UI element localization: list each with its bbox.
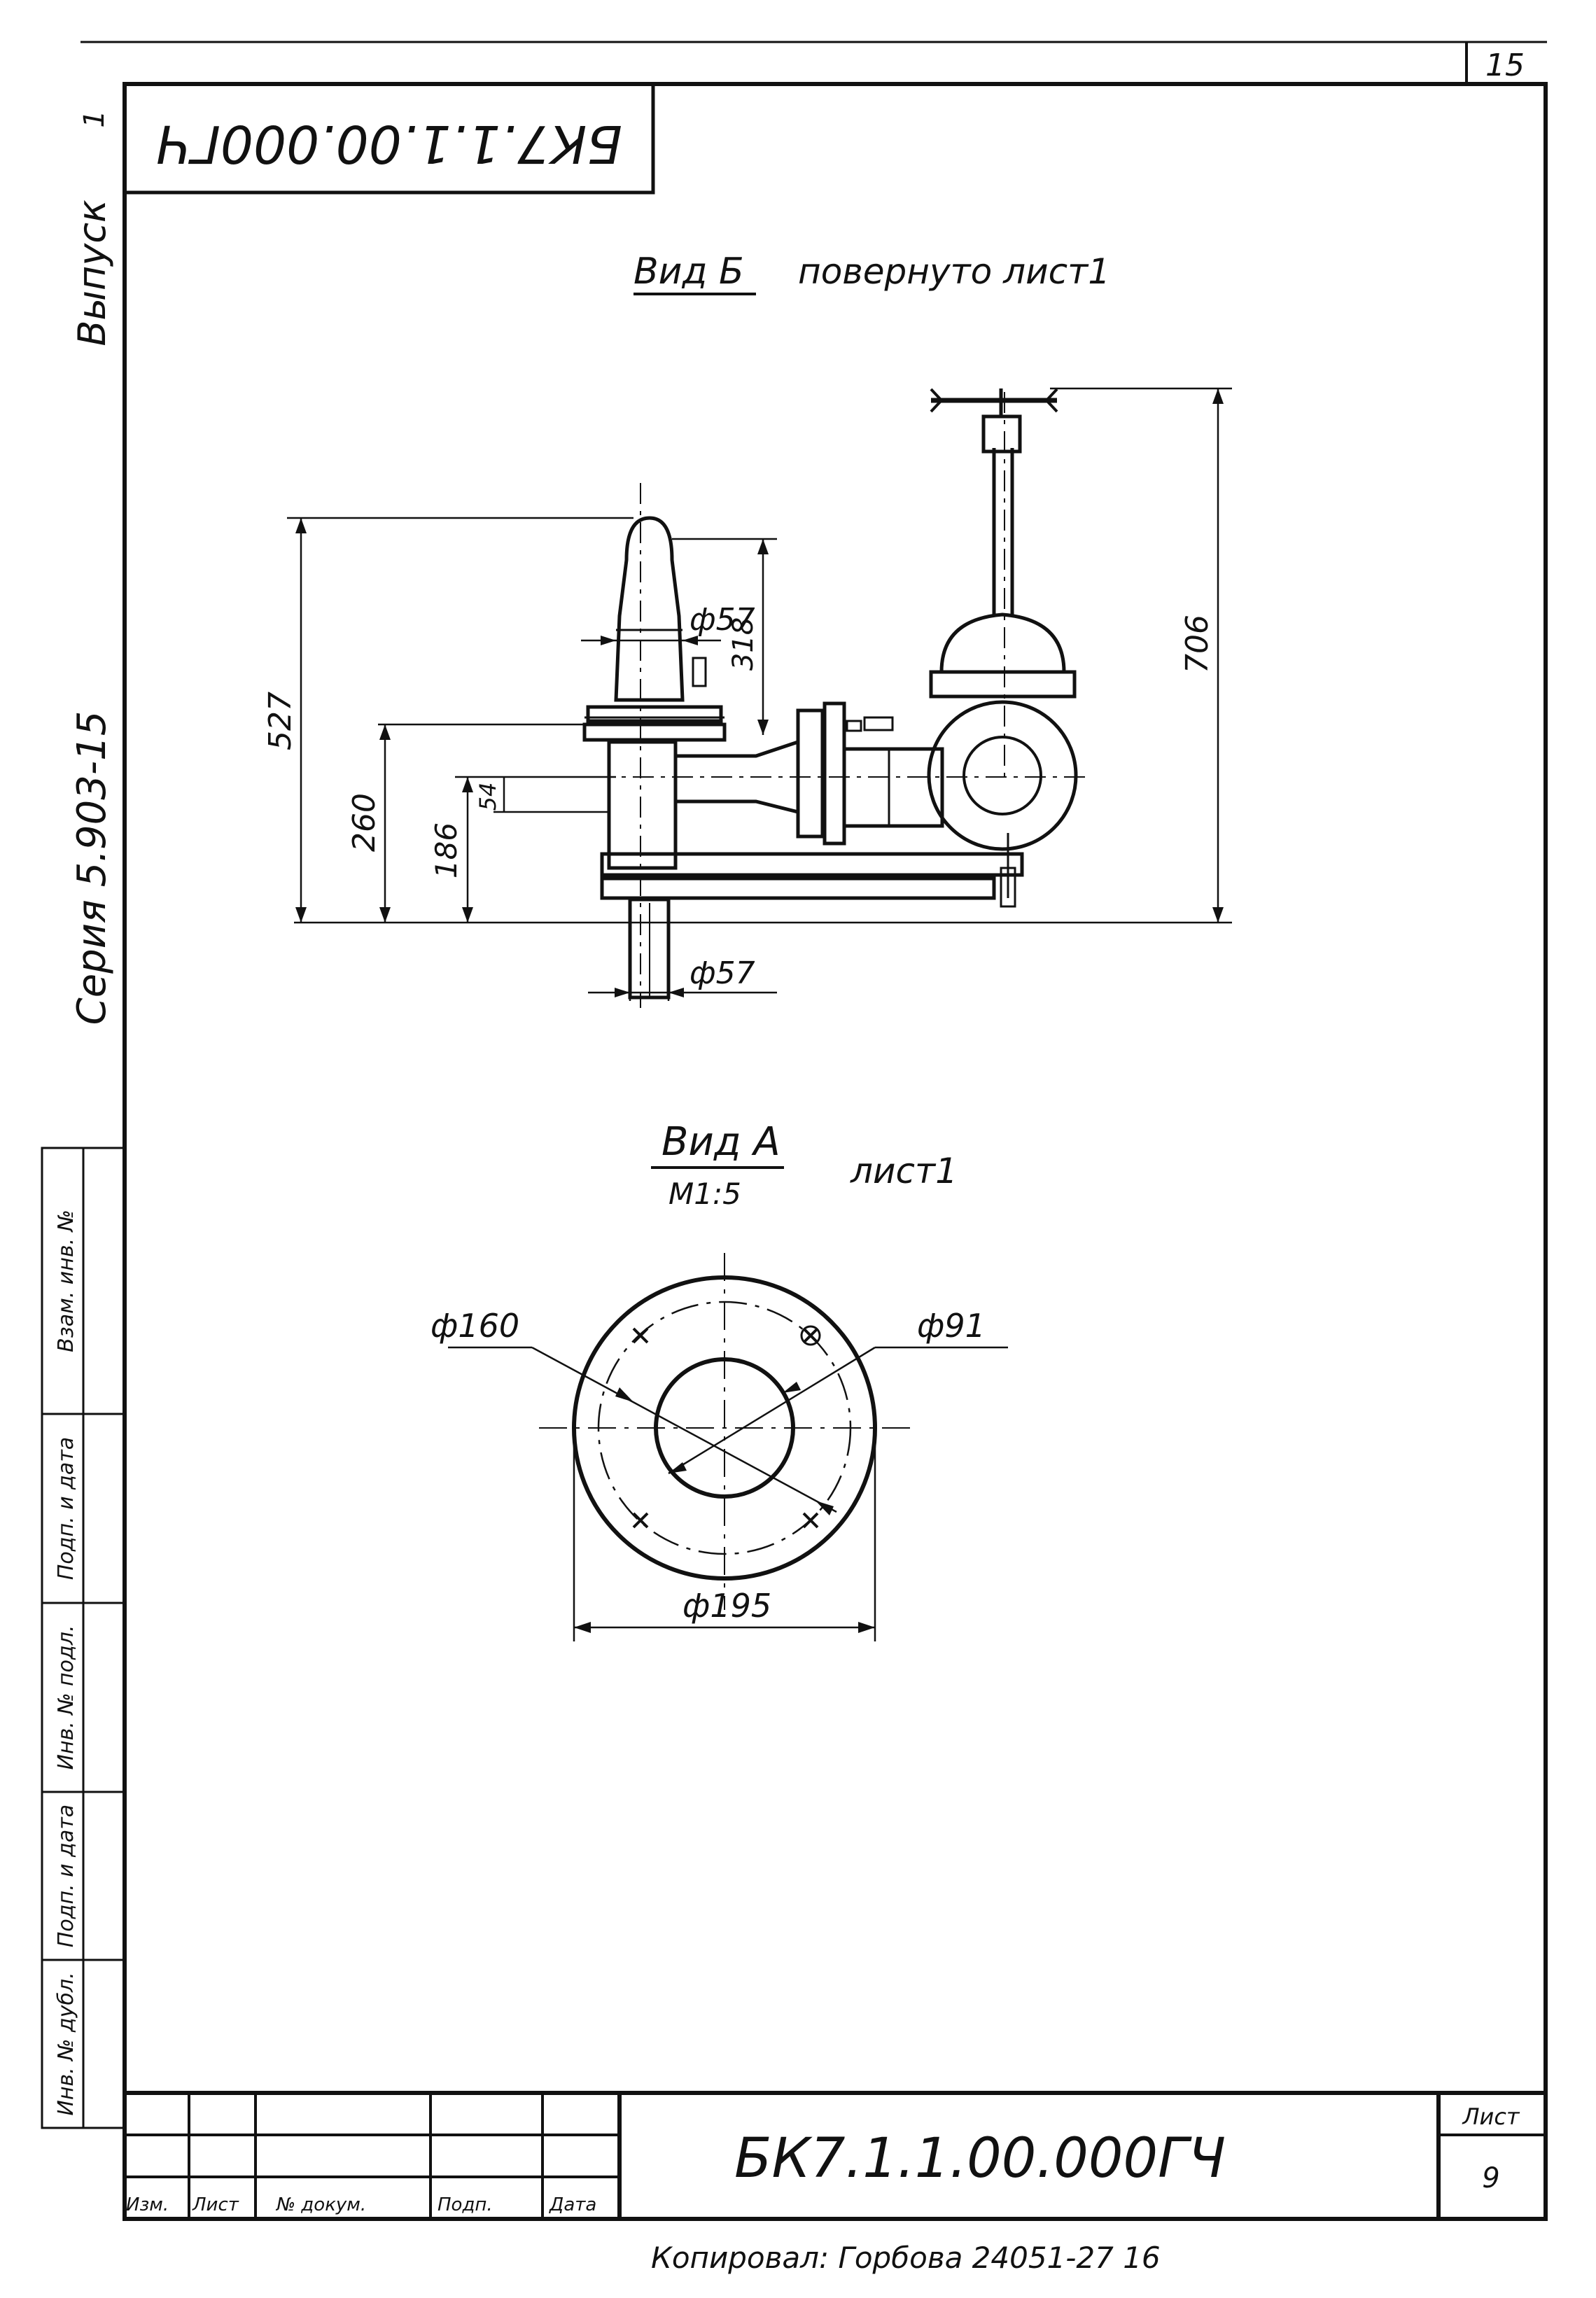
view-b-arrows xyxy=(295,388,1224,997)
sheet-frame xyxy=(80,41,1548,2221)
archive-cell-4: Подп. и дата xyxy=(54,1805,78,1947)
sheet-label: Лист xyxy=(1462,2103,1520,2130)
archive-cell-1: Взам. инв. № xyxy=(54,1210,78,1352)
dim-phi160: ф160 xyxy=(430,1307,519,1345)
dim-186: 186 xyxy=(429,822,463,878)
title-block xyxy=(125,2091,1546,2219)
footer-copy-note: Копировал: Горбова 24051-27 16 xyxy=(651,2241,1161,2275)
title-col-sign: Подп. xyxy=(438,2194,493,2215)
title-col-list: Лист xyxy=(192,2194,239,2215)
side-release-number: 1 xyxy=(78,110,111,127)
side-release-label: Выпуск xyxy=(70,199,114,346)
dim-phi57-top: ф57 xyxy=(690,602,755,638)
archive-cell-2: Подп. и дата xyxy=(54,1437,78,1580)
bolt-holes xyxy=(632,1325,821,1529)
dim-54: 54 xyxy=(475,783,501,811)
archive-cell-3: Инв. № подл. xyxy=(54,1625,78,1770)
sheet-number: 9 xyxy=(1482,2162,1499,2194)
dim-260: 260 xyxy=(346,793,382,852)
bottom-stamp-code: БК7.1.1.00.000ГЧ xyxy=(734,2127,1226,2190)
archive-strip xyxy=(41,1147,126,2129)
dim-706: 706 xyxy=(1180,615,1215,673)
view-a-subtitle: лист1 xyxy=(850,1151,958,1191)
title-col-date: Дата xyxy=(549,2194,596,2215)
view-b-dimensions xyxy=(287,387,1232,1001)
base-plate xyxy=(600,852,1024,877)
valve-stem-nut xyxy=(981,414,1022,454)
dim-527: 527 xyxy=(262,692,298,750)
flange-plan xyxy=(448,1253,1008,1641)
top-nozzle xyxy=(614,516,685,702)
view-b-title: Вид Б xyxy=(634,251,744,293)
view-b-subtitle: повернуто лист1 xyxy=(798,251,1110,292)
dim-phi57-bottom: ф57 xyxy=(690,955,755,991)
title-col-izm: Изм. xyxy=(126,2194,169,2215)
view-a-scale: М1:5 xyxy=(668,1177,741,1211)
archive-cell-5: Инв. № дубл. xyxy=(54,1972,78,2115)
top-stamp: БК7.1.1.00.000ГЧ xyxy=(122,82,655,195)
top-flange xyxy=(586,705,723,723)
valve-body xyxy=(927,700,1078,851)
view-a: Вид А М1:5 лист1 xyxy=(430,1119,1008,1641)
top-stamp-code: БК7.1.1.00.000ГЧ xyxy=(156,113,622,174)
view-b: Вид Б повернуто лист1 xyxy=(262,251,1232,1008)
title-col-doc: № докум. xyxy=(275,2194,366,2215)
page-number-top: 15 xyxy=(1485,48,1525,83)
view-b-assembly xyxy=(476,388,1092,1008)
side-flange xyxy=(796,708,825,839)
valve-bonnet xyxy=(929,670,1077,699)
horizontal-pipe xyxy=(842,747,944,828)
side-series-label: Серия 5.903-15 xyxy=(69,711,115,1025)
dim-318: 318 xyxy=(727,617,760,671)
dim-phi91: ф91 xyxy=(917,1307,986,1345)
view-a-title: Вид А xyxy=(662,1119,780,1165)
view-a-arrows xyxy=(574,1382,875,1633)
vertical-body xyxy=(607,740,678,870)
dim-phi195: ф195 xyxy=(682,1587,771,1625)
